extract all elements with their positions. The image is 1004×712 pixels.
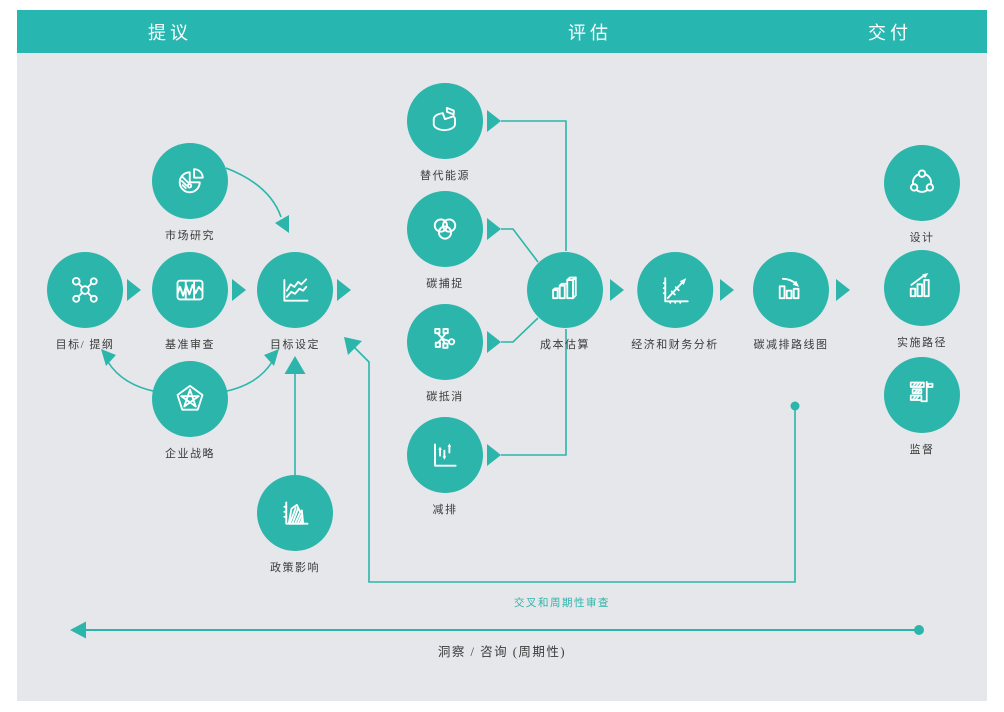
node-label: 设计: [909, 232, 935, 244]
node-policy-impact: 政策影响: [257, 475, 333, 575]
diagonal-trend-axis-icon: [637, 252, 713, 328]
node-cost-estimation: 成本估算: [527, 252, 603, 352]
cross-review-label: 交叉和周期性审查: [514, 598, 610, 609]
node-label: 目标/ 提纲: [55, 339, 115, 351]
node-label: 基准审查: [165, 339, 215, 351]
node-label: 实施路径: [897, 337, 947, 349]
node-label: 碳捕捉: [426, 278, 464, 290]
node-label: 监督: [909, 444, 935, 456]
node-label: 碳减排路线图: [753, 339, 829, 351]
node-alternative-energy: 替代能源: [407, 83, 483, 183]
header-section-proposal: 提议: [148, 22, 192, 43]
pie-3d-icon: [407, 83, 483, 159]
node-label: 成本估算: [540, 339, 590, 351]
node-baseline-review: 基准审查: [152, 252, 228, 352]
node-label: 目标设定: [270, 339, 320, 351]
node-label: 替代能源: [420, 170, 470, 182]
node-label: 经济和财务分析: [631, 339, 719, 351]
node-tree-icon: [407, 304, 483, 380]
node-label: 政策影响: [270, 562, 320, 574]
node-label: 企业战略: [165, 448, 215, 460]
pie-chart-exploded-icon: [152, 143, 228, 219]
node-label: 市场研究: [165, 230, 215, 242]
node-goal-outline: 目标/ 提纲: [47, 252, 123, 352]
header-section-evaluation: 评估: [568, 22, 612, 43]
node-carbon-offset: 碳抵消: [407, 304, 483, 404]
node-carbon-roadmap: 碳减排路线图: [753, 252, 829, 352]
node-corporate-strategy: 企业战略: [152, 361, 228, 461]
insight-label: 洞察 / 咨询 (周期性): [437, 645, 567, 659]
node-implementation-path: 实施路径: [884, 250, 960, 350]
network-molecule-icon: [47, 252, 123, 328]
bar-chart-3d-icon: [527, 252, 603, 328]
header-bar: 提议 评估 交付: [17, 10, 987, 53]
header-section-delivery: 交付: [868, 22, 912, 43]
declining-bars-arrow-icon: [753, 252, 829, 328]
node-economic-analysis: 经济和财务分析: [631, 252, 719, 352]
node-emission-reduction: 减排: [407, 417, 483, 517]
cycle-nodes-icon: [884, 145, 960, 221]
pentagon-star-icon: [152, 361, 228, 437]
node-supervision: 监督: [884, 357, 960, 457]
up-down-arrows-axis-icon: [407, 417, 483, 493]
trend-lines-chart-icon: [257, 252, 333, 328]
gantt-bars-icon: [884, 357, 960, 433]
node-label: 碳抵消: [426, 391, 464, 403]
node-goal-setting: 目标设定: [257, 252, 333, 352]
rising-bars-arrow-icon: [884, 250, 960, 326]
venn-circles-icon: [407, 191, 483, 267]
waveform-panel-icon: [152, 252, 228, 328]
node-market-research: 市场研究: [152, 143, 228, 243]
node-carbon-capture: 碳捕捉: [407, 191, 483, 291]
hatched-area-chart-icon: [257, 475, 333, 551]
node-label: 减排: [432, 504, 458, 516]
node-design: 设计: [884, 145, 960, 245]
